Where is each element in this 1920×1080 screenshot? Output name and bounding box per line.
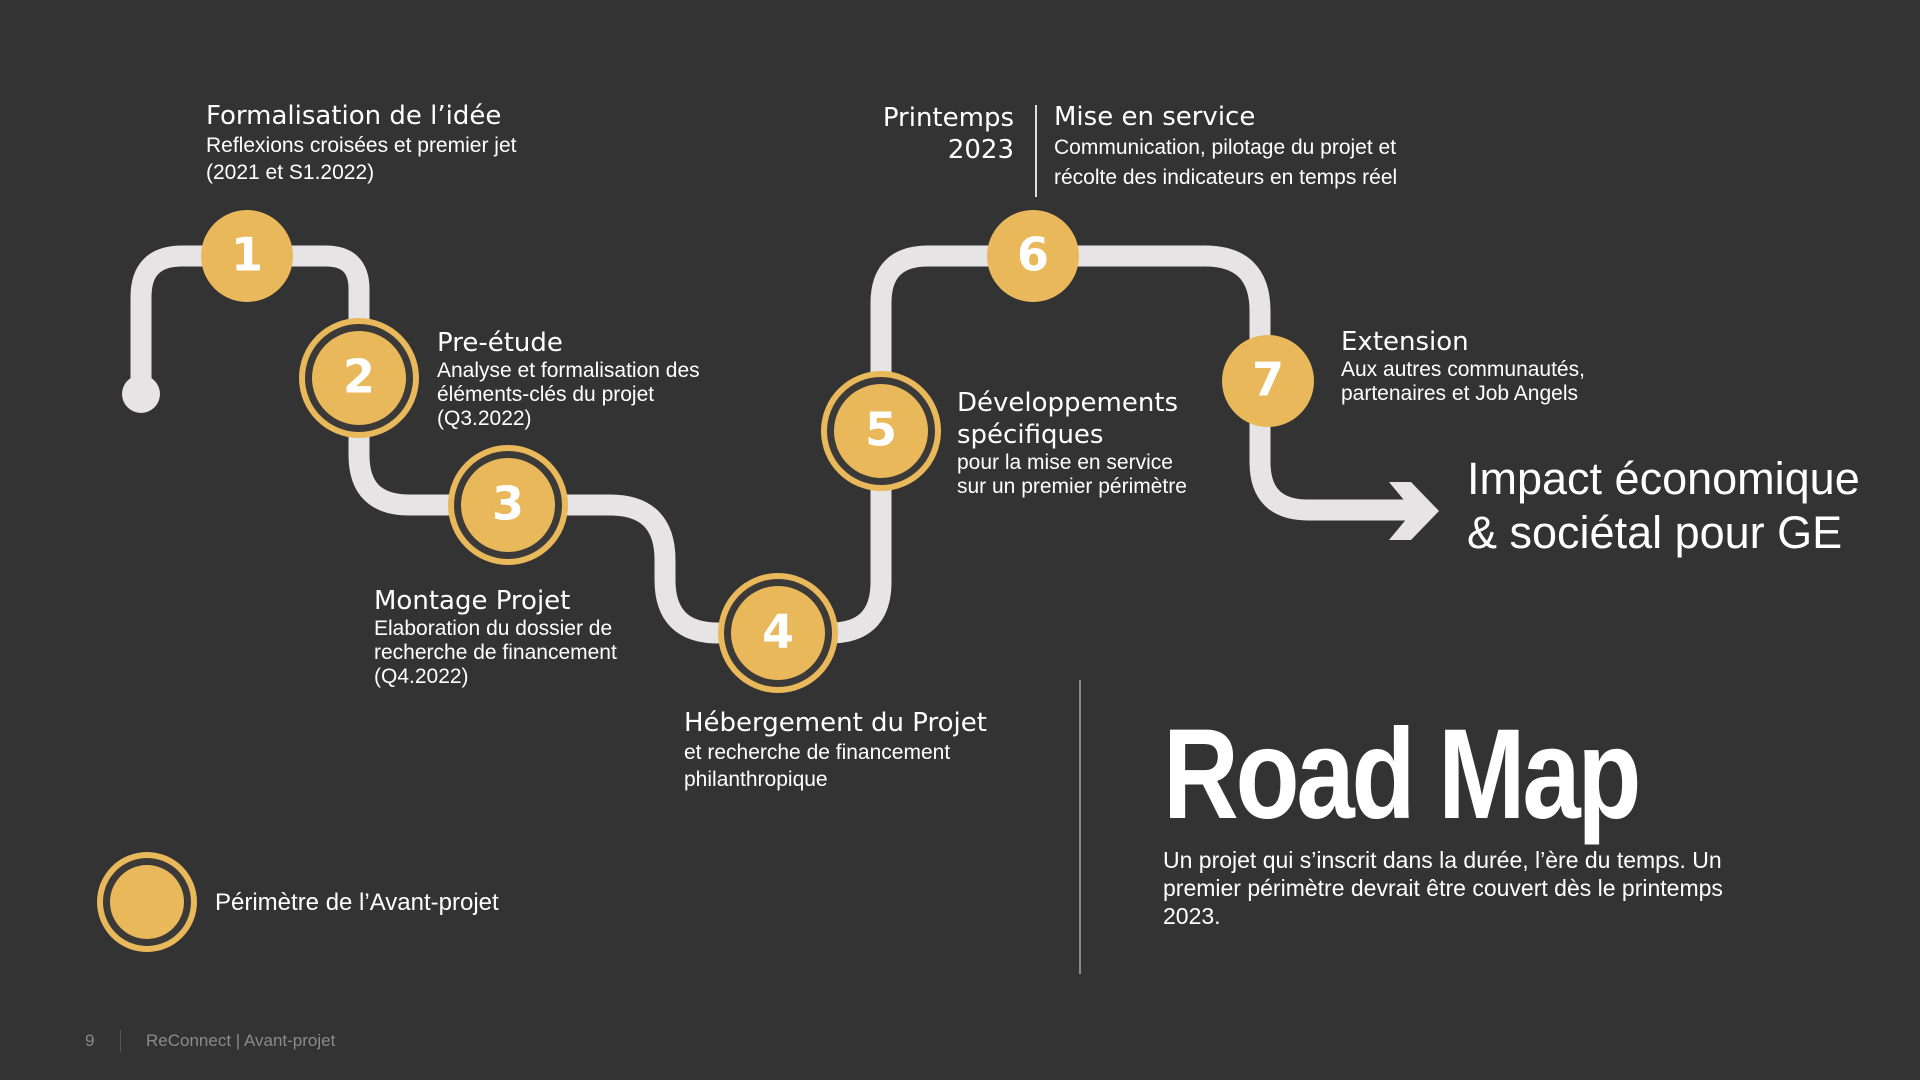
step-3-title: Montage Projet: [374, 586, 571, 616]
step-7-text: Extension Aux autres communautés, parten…: [1341, 326, 1585, 406]
step-4-title: Hébergement du Projet: [684, 708, 987, 738]
step-3-desc-line: recherche de financement: [374, 641, 617, 664]
step-node-4: 4: [718, 573, 838, 693]
legend-label: Périmètre de l’Avant-projet: [215, 889, 499, 916]
step-5-title: Développements: [957, 388, 1179, 418]
step-1-desc-line: Reflexions croisées et premier jet: [206, 134, 517, 157]
step-number-1: 1: [231, 228, 263, 282]
step-6-title: Mise en service: [1054, 102, 1256, 132]
step-6-desc-line: Communication, pilotage du projet et: [1054, 136, 1397, 159]
step-node-6: 6: [987, 210, 1079, 302]
step-3-desc-line: Elaboration du dossier de: [374, 617, 613, 640]
path-arrowhead-icon: [1389, 482, 1439, 540]
step-5-desc-line: pour la mise en service: [957, 451, 1173, 474]
footer-divider: [120, 1030, 121, 1052]
step-4-desc: et recherche de financement philanthropi…: [684, 739, 987, 793]
step-4-desc-line: philanthropique: [684, 768, 828, 791]
step-1-desc-line: (2021 et S1.2022): [206, 161, 375, 184]
step-1-text: Formalisation de l’idée Reflexions crois…: [206, 100, 516, 186]
step-node-7: 7: [1222, 335, 1314, 427]
milestone-label: Printemps 2023: [882, 103, 1014, 165]
page-title: Road Map: [1163, 703, 1642, 846]
step-5-text: Développements spécifiques pour la mise …: [957, 387, 1187, 499]
step-number-4: 4: [762, 605, 794, 659]
step-3-desc: Elaboration du dossier de recherche de f…: [374, 617, 617, 689]
step-7-desc-line: partenaires et Job Angels: [1341, 382, 1578, 405]
step-5-desc: pour la mise en service sur un premier p…: [957, 451, 1187, 499]
step-node-5: 5: [821, 371, 941, 491]
step-2-text: Pre-étude Analyse et formalisation des é…: [437, 327, 700, 431]
step-5-desc-line: sur un premier périmètre: [957, 475, 1187, 498]
step-6-desc-line: récolte des indicateurs en temps réel: [1054, 166, 1398, 189]
step-5-title-line-2: spécifiques: [957, 420, 1104, 450]
impact-line: & sociétal pour GE: [1467, 507, 1843, 558]
milestone-divider: [1035, 105, 1037, 197]
step-1-desc: Reflexions croisées et premier jet (2021…: [206, 132, 516, 186]
section-divider: [1079, 680, 1081, 974]
step-2-desc: Analyse et formalisation des éléments-cl…: [437, 359, 700, 431]
page-subtitle: Un projet qui s’inscrit dans la durée, l…: [1163, 847, 1723, 929]
step-4-desc-line: et recherche de financement: [684, 741, 951, 764]
step-7-desc-line: Aux autres communautés,: [1341, 358, 1585, 381]
step-7-title: Extension: [1341, 327, 1469, 357]
step-4-text: Hébergement du Projet et recherche de fi…: [684, 707, 987, 793]
step-number-5: 5: [865, 403, 897, 457]
roadmap-path: [130, 245, 1423, 644]
step-1-title: Formalisation de l’idée: [206, 101, 502, 131]
step-number-3: 3: [492, 477, 524, 531]
legend-icon: [97, 852, 197, 952]
impact-line: Impact économique: [1467, 453, 1860, 504]
step-number-2: 2: [343, 350, 375, 404]
step-number-7: 7: [1252, 353, 1284, 407]
step-7-desc: Aux autres communautés, partenaires et J…: [1341, 358, 1585, 406]
step-node-3: 3: [448, 445, 568, 565]
step-2-title: Pre-étude: [437, 328, 563, 358]
path-start-dot: [122, 375, 160, 413]
step-2-desc-line: éléments-clés du projet: [437, 383, 655, 406]
step-node-1: 1: [201, 210, 293, 302]
step-number-6: 6: [1017, 228, 1049, 282]
step-3-text: Montage Projet Elaboration du dossier de…: [374, 585, 617, 689]
step-6-text: Mise en service Communication, pilotage …: [1054, 101, 1397, 193]
impact-statement: Impact économique & sociétal pour GE: [1467, 452, 1860, 560]
step-2-desc-line: (Q3.2022): [437, 407, 532, 430]
page-number: 9: [85, 1031, 95, 1050]
step-6-desc: Communication, pilotage du projet et réc…: [1054, 133, 1397, 193]
step-2-desc-line: Analyse et formalisation des: [437, 359, 700, 382]
step-3-desc-line: (Q4.2022): [374, 665, 469, 688]
step-node-2: 2: [299, 318, 419, 438]
footer-text: ReConnect | Avant-projet: [146, 1031, 336, 1050]
step-nodes: 1 2 3 4 5 6 7: [201, 210, 1314, 693]
